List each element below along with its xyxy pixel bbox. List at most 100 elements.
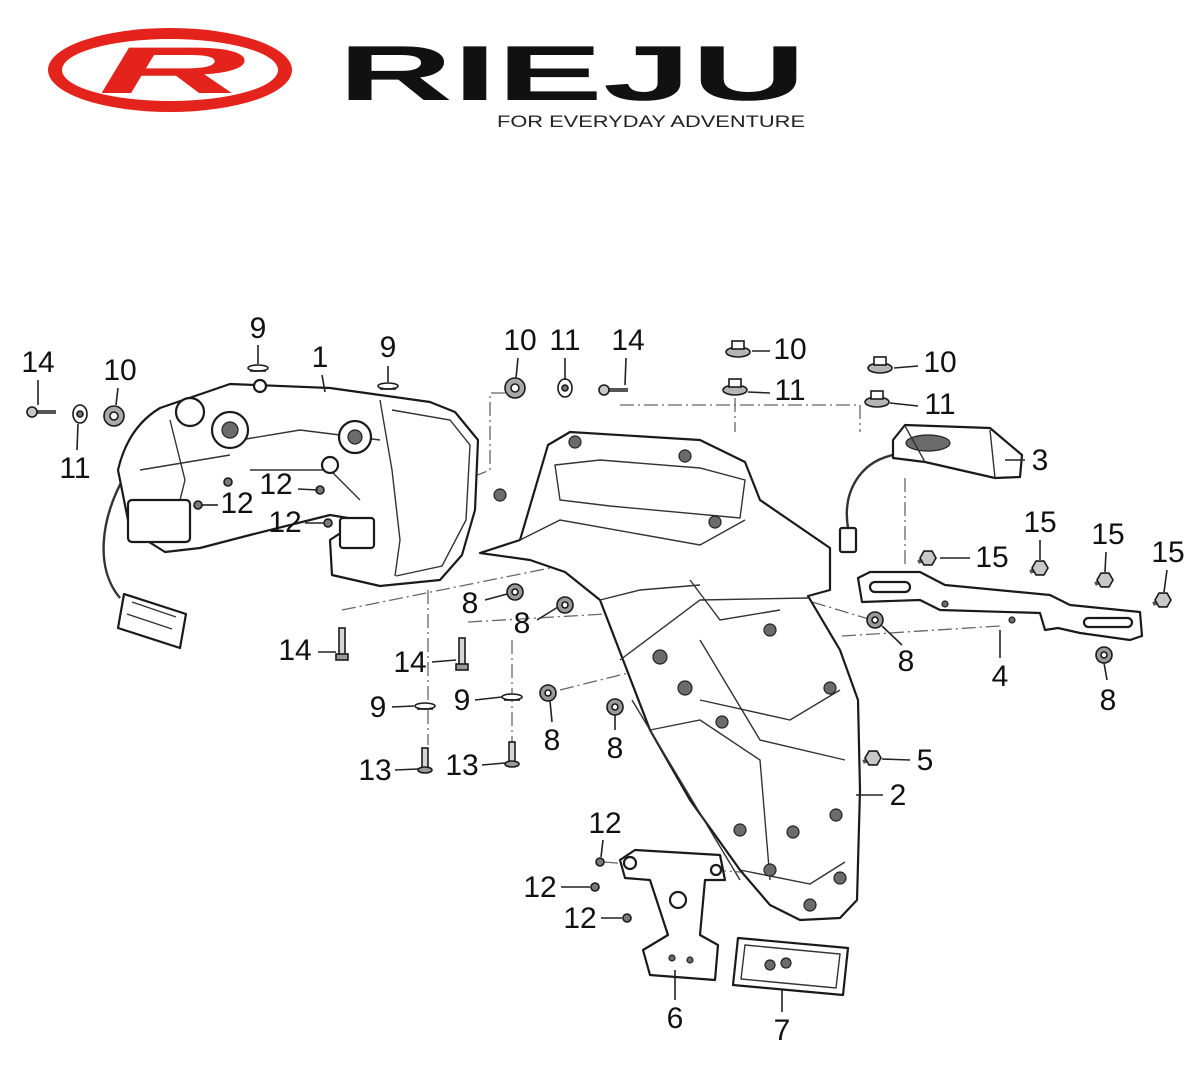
leader-line xyxy=(881,625,903,646)
clip-9 xyxy=(377,382,399,390)
reflector-inner-edge xyxy=(740,944,841,989)
tail-light-connector xyxy=(116,592,188,650)
alignment-line xyxy=(469,392,505,479)
callout: 9 xyxy=(250,312,266,364)
reflector-bracket-hole xyxy=(668,954,676,962)
fender-boss xyxy=(715,715,729,729)
nut-8 xyxy=(606,698,624,716)
bolt-13 xyxy=(417,747,433,774)
fender-boss xyxy=(652,649,668,665)
callout-label: 12 xyxy=(588,807,621,840)
callout: 14 xyxy=(21,346,55,405)
fender-boss xyxy=(786,825,800,839)
callout: 8 xyxy=(1100,662,1117,717)
callout-label: 11 xyxy=(59,452,90,485)
fender-boss xyxy=(803,898,817,912)
callout: 12 xyxy=(202,487,254,520)
callout-label: 14 xyxy=(393,646,426,679)
leader-line xyxy=(391,705,415,708)
callout: 10 xyxy=(503,324,537,379)
callout-label: 14 xyxy=(21,346,54,379)
bolt-14 xyxy=(26,406,56,418)
leader-line xyxy=(600,839,604,858)
screw-12 xyxy=(193,500,203,510)
logo-emblem: R xyxy=(48,28,292,112)
reflector-bracket-hole xyxy=(686,956,694,964)
leader-line xyxy=(1104,551,1107,573)
callout-label: 10 xyxy=(503,324,536,357)
screw-12 xyxy=(622,913,632,923)
alignment-line xyxy=(841,625,1001,637)
reflector-bracket-hole xyxy=(668,890,688,910)
bolt-13 xyxy=(504,741,520,768)
tail-light-boss xyxy=(320,455,340,475)
callout: 8 xyxy=(514,606,559,640)
leader-line xyxy=(76,423,79,451)
bolt-14 xyxy=(455,637,469,671)
callout-label: 12 xyxy=(259,468,292,501)
rieju-logo: R RIEJU FOR EVERYDAY ADVENTURE xyxy=(48,28,806,131)
callout: 11 xyxy=(59,423,91,485)
nut-10 xyxy=(504,377,526,399)
tail-light-boss-hole xyxy=(221,421,239,439)
rear-fender-ribs xyxy=(519,519,846,885)
callout-label: 2 xyxy=(890,779,907,812)
callout-label: 14 xyxy=(278,634,311,667)
callout: 12 xyxy=(268,506,324,539)
fender-boss xyxy=(708,515,722,529)
plate-bracket-slot xyxy=(868,580,912,594)
leader-line xyxy=(747,391,771,394)
callout: 13 xyxy=(358,754,419,787)
bolt-14 xyxy=(598,384,628,396)
leader-line xyxy=(515,357,519,379)
callout: 4 xyxy=(992,630,1008,693)
leader-line xyxy=(115,387,119,406)
plate-bracket-body xyxy=(856,570,1144,642)
callout-label: 13 xyxy=(445,749,478,782)
tail-light-lens-edge xyxy=(379,399,471,577)
screw-12 xyxy=(323,518,333,528)
part-6-reflector-bracket xyxy=(618,848,727,982)
logo-tagline: FOR EVERYDAY ADVENTURE xyxy=(497,112,805,131)
callout: 12 xyxy=(259,468,319,501)
callout: 9 xyxy=(380,331,396,382)
bolt-5 xyxy=(862,750,882,766)
fender-boss xyxy=(568,435,582,449)
callout-label: 11 xyxy=(774,374,805,407)
leader-line xyxy=(474,696,503,701)
callout-label: 8 xyxy=(607,732,624,765)
leader-line xyxy=(889,402,919,407)
tail-light-cable xyxy=(102,469,130,599)
callout: 11 xyxy=(747,374,806,407)
screw-12 xyxy=(595,857,605,867)
callout-label: 15 xyxy=(975,541,1008,574)
reflector-bracket-body xyxy=(618,848,727,982)
leader-line xyxy=(893,365,919,369)
callout: 14 xyxy=(611,324,645,386)
callout: 10 xyxy=(893,346,957,379)
callout-label: 12 xyxy=(523,871,556,904)
callout: 8 xyxy=(544,700,560,757)
callout-label: 8 xyxy=(1100,684,1117,717)
clip-9 xyxy=(414,702,436,710)
leader-line xyxy=(394,768,419,771)
callout-label: 9 xyxy=(370,691,387,724)
screw-12 xyxy=(223,477,233,487)
reflector-body xyxy=(731,936,850,997)
callout-label: 8 xyxy=(514,607,531,640)
license-light-connector xyxy=(838,526,858,554)
fender-boss xyxy=(677,680,693,696)
callout: 9 xyxy=(454,684,503,717)
callout-label: 13 xyxy=(358,754,391,787)
license-light-lens xyxy=(905,434,951,452)
logo-brand-name: RIEJU xyxy=(338,29,806,117)
plate-bracket-slot xyxy=(1082,616,1134,629)
license-light-cable xyxy=(845,453,894,529)
plate-bracket-hole xyxy=(1008,616,1016,624)
nut-8 xyxy=(866,611,884,629)
leader-line xyxy=(1163,569,1168,593)
callout-label: 11 xyxy=(924,388,955,421)
callout: 7 xyxy=(774,990,790,1047)
callout-label: 10 xyxy=(773,333,806,366)
